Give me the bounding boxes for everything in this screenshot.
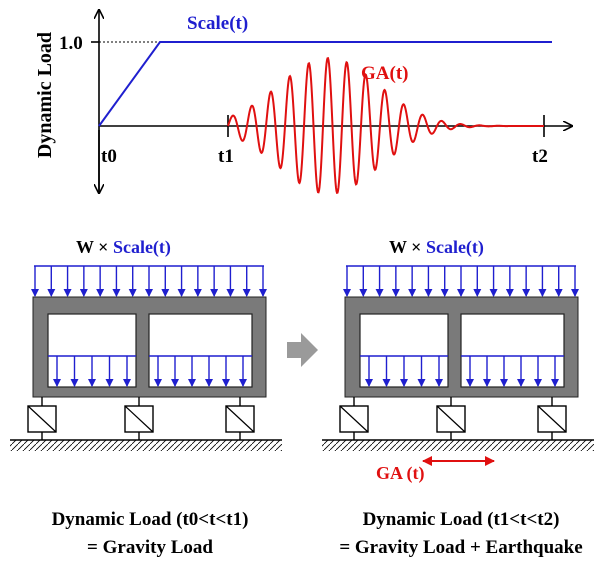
caption-right-line2: = Gravity Load + Earthquake	[339, 537, 583, 558]
room-right	[148, 313, 253, 388]
load-label: W × Scale(t)	[76, 237, 171, 258]
ga-curve	[227, 57, 508, 194]
isolator-diagonal	[27, 405, 57, 433]
load-label: W × Scale(t)	[389, 237, 484, 258]
room-right	[460, 313, 565, 388]
load-time-graph: Dynamic Load 1.0 t0 t1 t2 Scale(t) GA(t)	[34, 10, 572, 193]
earthquake-label: GA (t)	[376, 463, 425, 484]
frame-gravity-earthquake: W × Scale(t) GA (t)	[322, 237, 594, 484]
base-isolators	[27, 397, 255, 440]
isolator-diagonal	[124, 405, 154, 433]
caption-left-line2: = Gravity Load	[87, 537, 213, 558]
t0-label: t0	[101, 146, 117, 167]
caption-right: Dynamic Load (t1<t<t2) = Gravity Load + …	[311, 506, 611, 562]
scale-curve	[98, 41, 552, 127]
transition-arrow	[287, 333, 318, 367]
t1-label: t1	[218, 146, 234, 167]
y-axis-label: Dynamic Load	[34, 32, 56, 158]
roof-load-arrows	[343, 266, 579, 297]
y-tick-label: 1.0	[59, 33, 83, 54]
caption-left-line1: Dynamic Load (t0<t<t1)	[51, 509, 249, 530]
isolator-diagonal	[436, 405, 466, 433]
ground-hatch	[322, 440, 594, 451]
frame-gravity-only: W × Scale(t)	[10, 237, 282, 451]
floor-load-arrows	[53, 356, 247, 387]
ground-hatch	[10, 440, 282, 451]
scale-label: Scale(t)	[187, 13, 248, 34]
caption-right-line1: Dynamic Load (t1<t<t2)	[362, 509, 560, 530]
base-isolators	[339, 397, 567, 440]
isolator-diagonal	[225, 405, 255, 433]
floor-load-arrows	[365, 356, 559, 387]
building-frame	[32, 296, 267, 398]
isolator-diagonal	[339, 405, 369, 433]
building-frame	[344, 296, 579, 398]
caption-left: Dynamic Load (t0<t<t1) = Gravity Load	[0, 506, 300, 562]
t2-label: t2	[532, 146, 548, 167]
ga-label: GA(t)	[361, 63, 408, 84]
roof-load-arrows	[31, 266, 267, 297]
isolator-diagonal	[537, 405, 567, 433]
